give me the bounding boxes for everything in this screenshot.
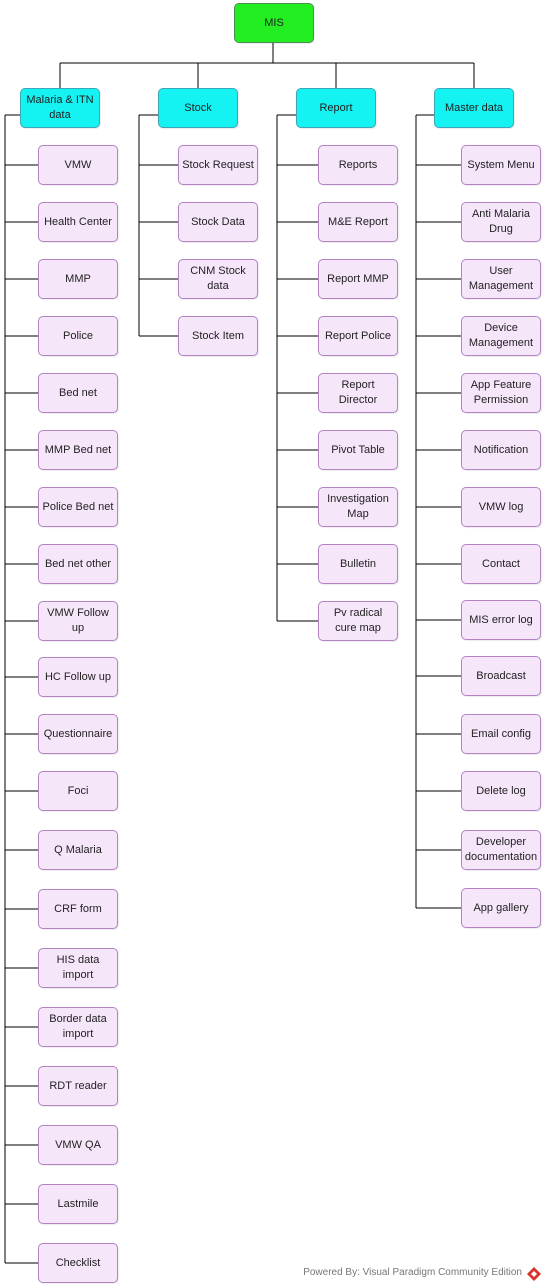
leaf-node[interactable]: Bulletin [318,544,398,584]
leaf-node[interactable]: Delete log [461,771,541,811]
leaf-node[interactable]: Developer documentation [461,830,541,870]
leaf-node[interactable]: Anti Malaria Drug [461,202,541,242]
leaf-node[interactable]: MMP Bed net [38,430,118,470]
leaf-node[interactable]: M&E Report [318,202,398,242]
leaf-node[interactable]: Device Management [461,316,541,356]
leaf-node[interactable]: MIS error log [461,600,541,640]
leaf-node[interactable]: Reports [318,145,398,185]
leaf-node[interactable]: Police Bed net [38,487,118,527]
category-node-0[interactable]: Malaria & ITN data [20,88,100,128]
category-node-2[interactable]: Report [296,88,376,128]
leaf-node[interactable]: Report Police [318,316,398,356]
leaf-node[interactable]: RDT reader [38,1066,118,1106]
leaf-node[interactable]: Health Center [38,202,118,242]
leaf-node[interactable]: Investigation Map [318,487,398,527]
leaf-node[interactable]: Email config [461,714,541,754]
leaf-node[interactable]: Pivot Table [318,430,398,470]
leaf-node[interactable]: Questionnaire [38,714,118,754]
leaf-node[interactable]: VMW Follow up [38,601,118,641]
leaf-node[interactable]: System Menu [461,145,541,185]
leaf-node[interactable]: User Management [461,259,541,299]
category-node-3[interactable]: Master data [434,88,514,128]
leaf-node[interactable]: Broadcast [461,656,541,696]
leaf-node[interactable]: Contact [461,544,541,584]
leaf-node[interactable]: Notification [461,430,541,470]
leaf-node[interactable]: Q Malaria [38,830,118,870]
leaf-node[interactable]: Foci [38,771,118,811]
leaf-node[interactable]: Police [38,316,118,356]
leaf-node[interactable]: Lastmile [38,1184,118,1224]
footer-credit: Powered By: Visual Paradigm Community Ed… [303,1267,522,1278]
leaf-node[interactable]: Stock Data [178,202,258,242]
leaf-node[interactable]: Stock Request [178,145,258,185]
leaf-node[interactable]: HIS data import [38,948,118,988]
leaf-node[interactable]: Report Director [318,373,398,413]
leaf-node[interactable]: App gallery [461,888,541,928]
leaf-node[interactable]: VMW [38,145,118,185]
leaf-node[interactable]: CNM Stock data [178,259,258,299]
leaf-node[interactable]: Bed net other [38,544,118,584]
leaf-node[interactable]: Report MMP [318,259,398,299]
leaf-node[interactable]: CRF form [38,889,118,929]
leaf-node[interactable]: HC Follow up [38,657,118,697]
leaf-node[interactable]: VMW log [461,487,541,527]
root-node-mis[interactable]: MIS [234,3,314,43]
leaf-node[interactable]: App Feature Permission [461,373,541,413]
category-node-1[interactable]: Stock [158,88,238,128]
leaf-node[interactable]: Pv radical cure map [318,601,398,641]
visual-paradigm-logo-icon [527,1267,541,1281]
leaf-node[interactable]: Border data import [38,1007,118,1047]
leaf-node[interactable]: Bed net [38,373,118,413]
leaf-node[interactable]: VMW QA [38,1125,118,1165]
leaf-node[interactable]: Checklist [38,1243,118,1283]
leaf-node[interactable]: Stock Item [178,316,258,356]
leaf-node[interactable]: MMP [38,259,118,299]
